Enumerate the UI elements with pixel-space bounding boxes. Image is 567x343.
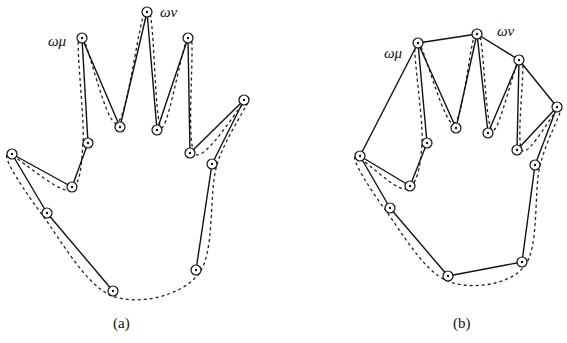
polygon-edge	[360, 156, 410, 186]
landmark-circle	[443, 271, 453, 281]
landmark-dot	[81, 37, 83, 39]
polygon-edge	[418, 43, 427, 143]
landmark-circle	[7, 149, 17, 159]
landmark-dot	[156, 129, 158, 131]
landmark-circle	[42, 208, 52, 218]
landmark-circle	[451, 123, 461, 133]
landmark-dot	[455, 127, 457, 129]
landmark-circle	[530, 160, 540, 170]
landmark-dot	[556, 106, 558, 108]
polygon-edge	[147, 12, 157, 130]
landmark-circle	[422, 138, 432, 148]
polygon-edge	[82, 38, 88, 143]
polygon-edge	[456, 34, 477, 128]
landmark-circle	[67, 182, 77, 192]
polygon-edge	[410, 143, 427, 186]
point-label: ων	[497, 24, 514, 39]
landmark-dot	[71, 186, 73, 188]
landmark-dot	[447, 275, 449, 277]
polygon-edge	[418, 43, 456, 128]
landmark-circle	[142, 7, 152, 17]
polygon-edge	[72, 143, 88, 187]
landmark-circle	[185, 148, 195, 158]
landmark-circle	[355, 151, 365, 161]
polygon-edge	[390, 208, 448, 276]
landmark-dot	[112, 290, 114, 292]
landmark-circle	[405, 181, 415, 191]
polygon-edge	[188, 38, 190, 153]
landmark-dot	[119, 126, 121, 128]
landmark-dot	[211, 163, 213, 165]
landmark-circle	[483, 128, 493, 138]
landmark-dot	[426, 142, 428, 144]
polygon-edge	[157, 38, 188, 130]
landmark-dot	[195, 269, 197, 271]
polygon-edge	[535, 107, 557, 165]
polygon-edge	[360, 156, 390, 208]
landmark-circle	[115, 122, 125, 132]
landmark-dot	[476, 33, 478, 35]
landmark-dot	[146, 11, 148, 13]
landmark-circle	[108, 286, 118, 296]
landmark-dot	[409, 185, 411, 187]
landmark-circle	[207, 159, 217, 169]
polygon-edge	[448, 262, 522, 276]
polygon-edge	[519, 60, 557, 107]
polygon-edge	[488, 60, 519, 133]
landmark-circle	[512, 145, 522, 155]
polygon-edge	[120, 12, 147, 127]
landmark-circle	[77, 33, 87, 43]
point-label: ωμ	[384, 46, 402, 61]
landmark-dot	[189, 152, 191, 154]
landmark-circle	[514, 55, 524, 65]
landmark-dot	[243, 99, 245, 101]
landmark-circle	[191, 265, 201, 275]
landmark-dot	[516, 149, 518, 151]
landmark-dot	[11, 153, 13, 155]
polygon-edge	[190, 100, 244, 153]
landmark-circle	[83, 138, 93, 148]
landmark-circle	[183, 33, 193, 43]
polygon-edge	[522, 165, 535, 262]
landmark-dot	[521, 261, 523, 263]
landmark-circle	[472, 29, 482, 39]
landmark-circle	[517, 257, 527, 267]
polygon-edge	[517, 60, 519, 150]
dotted-contour	[355, 29, 562, 286]
landmark-dot	[87, 142, 89, 144]
landmark-circle	[152, 125, 162, 135]
landmark-dot	[46, 212, 48, 214]
landmark-circle	[413, 38, 423, 48]
polygon-edge	[196, 164, 212, 270]
landmark-dot	[518, 59, 520, 61]
landmark-dot	[417, 42, 419, 44]
landmark-dot	[389, 207, 391, 209]
panel-label: (b)	[453, 316, 471, 331]
polygon-edge	[12, 154, 47, 213]
point-label: ωμ	[48, 34, 66, 49]
landmark-circle	[385, 203, 395, 213]
landmark-dot	[359, 155, 361, 157]
dotted-contour	[7, 7, 249, 300]
polygon-edge	[82, 38, 120, 127]
polygon-edge	[360, 43, 418, 156]
point-label: ων	[160, 5, 177, 20]
polygon-edge	[47, 213, 113, 291]
panel-label: (a)	[113, 316, 130, 331]
polygon-edge	[477, 34, 488, 133]
landmark-dot	[187, 37, 189, 39]
polygon-edge	[418, 34, 477, 43]
landmark-circle	[552, 102, 562, 112]
landmark-dot	[534, 164, 536, 166]
polygon-edge	[517, 107, 557, 150]
landmark-circle	[239, 95, 249, 105]
landmark-dot	[487, 132, 489, 134]
polygon-edge	[212, 100, 244, 164]
